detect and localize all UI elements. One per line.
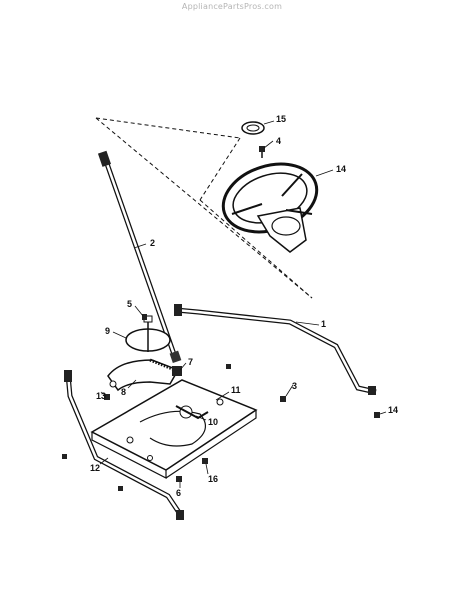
- cap-screw: [259, 146, 265, 158]
- callout-11: 11: [231, 385, 241, 395]
- callout-1: 1: [321, 319, 327, 329]
- callout-leaders: [99, 120, 387, 488]
- callout-5: 5: [127, 299, 133, 309]
- callout-4: 4: [276, 136, 282, 146]
- callout-15: 15: [276, 114, 287, 124]
- callout-14-wheel: 14: [336, 164, 347, 174]
- drag-link: [174, 304, 377, 395]
- callout-9: 9: [105, 326, 111, 336]
- mounting-plate: [90, 379, 258, 479]
- wheel-cap: [241, 121, 265, 135]
- callout-6: 6: [176, 488, 182, 498]
- tie-rod: [64, 370, 184, 520]
- hardware-bolts: [62, 314, 380, 491]
- callout-13: 13: [96, 391, 107, 401]
- sector-gear: [107, 358, 182, 392]
- callout-12: 12: [90, 463, 101, 473]
- callout-14-nut: 14: [388, 405, 399, 415]
- callout-3: 3: [292, 381, 298, 391]
- dashed-guide-lines: [95, 117, 313, 299]
- callout-8: 8: [121, 387, 127, 397]
- callout-16: 16: [208, 474, 219, 484]
- callout-10: 10: [208, 417, 219, 427]
- steering-shaft: [97, 150, 182, 364]
- steering-wheel: [221, 162, 319, 253]
- watermark: AppliancePartsPros.com: [181, 2, 283, 11]
- callout-2: 2: [150, 238, 156, 248]
- callout-7: 7: [188, 357, 194, 367]
